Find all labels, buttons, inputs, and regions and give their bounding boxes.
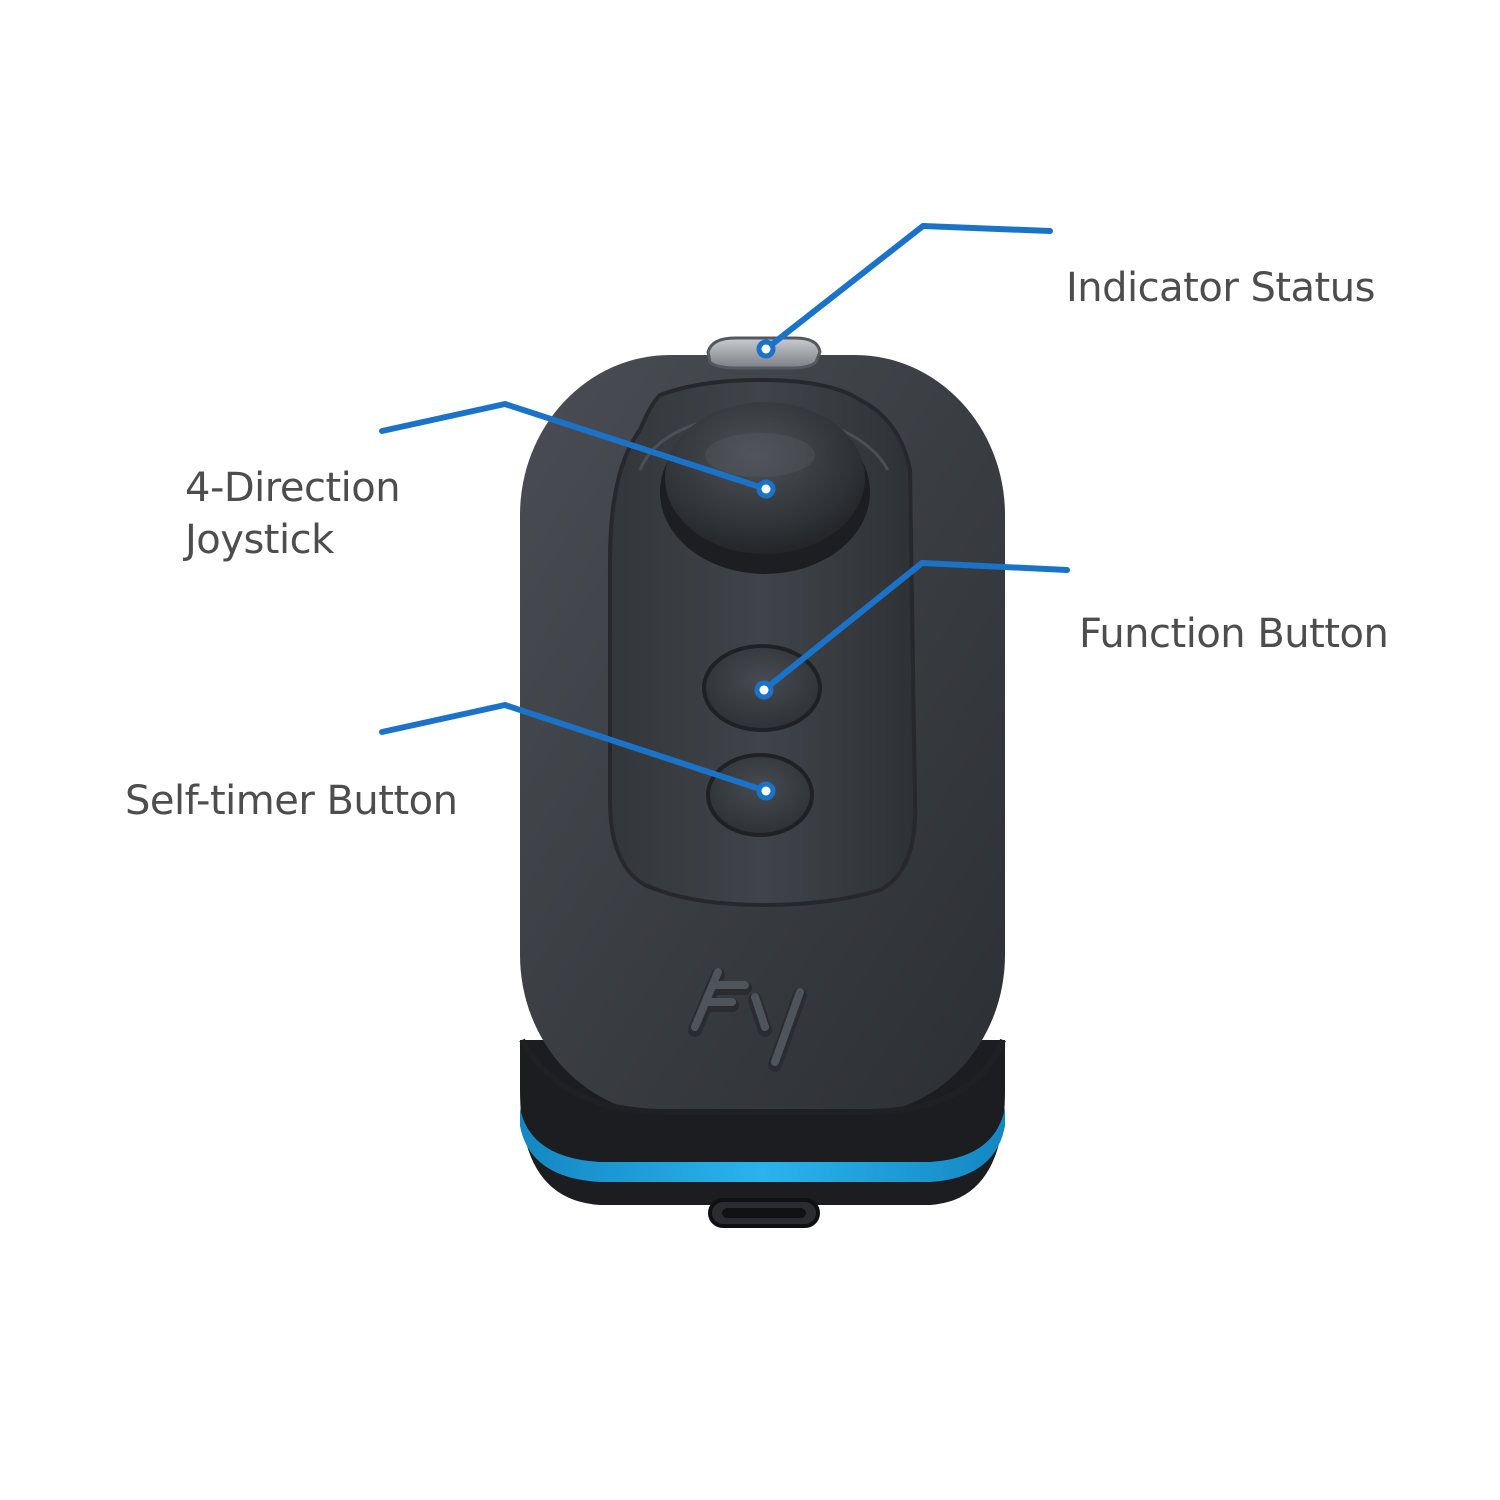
label-self-timer-button-text: Self-timer Button <box>125 778 458 824</box>
label-self-timer-button: Self-timer Button <box>125 775 458 827</box>
leader-dot-function <box>754 680 774 700</box>
label-joystick-line2: Joystick <box>185 517 334 563</box>
label-joystick-line1: 4-Direction <box>185 465 401 511</box>
leader-lines <box>379 223 1070 801</box>
leader-dot-joystick <box>756 479 776 499</box>
leader-dot-self-timer <box>756 781 776 801</box>
leader-function <box>761 560 1070 693</box>
label-indicator-status-text: Indicator Status <box>1066 265 1375 311</box>
label-indicator-status: Indicator Status <box>1066 262 1375 314</box>
leader-joystick <box>379 401 769 492</box>
brand-logo <box>688 968 807 1072</box>
leader-indicator <box>763 223 1053 352</box>
remote-device <box>519 336 1006 1228</box>
accent-band <box>520 1108 1005 1182</box>
label-function-button-text: Function Button <box>1079 611 1389 657</box>
label-joystick: 4-Direction Joystick <box>185 462 401 566</box>
leader-self-timer <box>379 702 769 794</box>
label-function-button: Function Button <box>1079 608 1389 660</box>
leader-dot-indicator <box>756 339 776 359</box>
